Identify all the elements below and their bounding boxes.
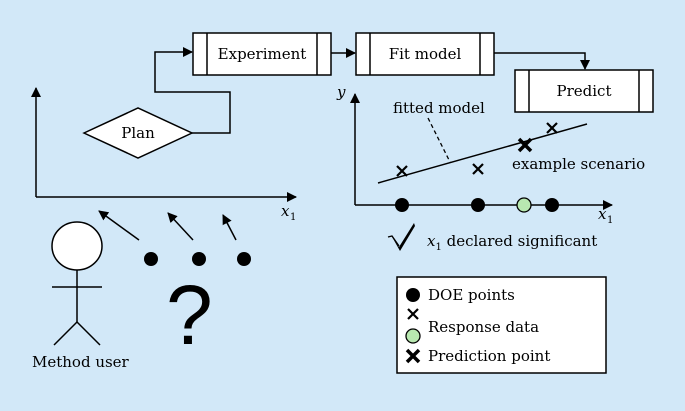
legend-doe-marker	[406, 288, 420, 302]
response-point	[396, 165, 408, 177]
legend-doe-label: DOE points	[428, 286, 515, 304]
plan-diamond: Plan	[82, 107, 194, 159]
legend-response-marker	[407, 308, 419, 320]
fit-model-box: Fit model	[355, 32, 495, 76]
fitted-model-label: fitted model	[393, 99, 485, 117]
doe-point	[545, 198, 559, 212]
prediction-location-point	[516, 197, 532, 213]
predict-box: Predict	[514, 69, 654, 113]
example-scenario-label: example scenario	[512, 155, 645, 173]
legend: DOE points Response data Prediction poin…	[396, 276, 607, 374]
fitted-model-leader	[427, 117, 451, 163]
prediction-point	[517, 137, 533, 153]
plan-label: Plan	[121, 124, 155, 142]
plan-to-experiment-arrow	[154, 47, 231, 134]
fitted-model-line	[377, 123, 588, 184]
response-point	[546, 122, 558, 134]
stick-figure-icon	[51, 221, 103, 346]
doe-point	[395, 198, 409, 212]
significance-var: x	[427, 232, 436, 250]
legend-prediction-marker	[405, 348, 421, 364]
significance-text: x1 declared significant	[427, 232, 597, 253]
candidate-arrow	[222, 214, 237, 241]
method-user-label: Method user	[32, 353, 130, 371]
left-axes: x 1	[31, 87, 297, 223]
candidate-point	[144, 252, 158, 266]
legend-response-label: Response data	[428, 318, 539, 336]
question-mark: ?	[166, 268, 213, 362]
predict-label: Predict	[557, 82, 612, 100]
left-x-axis-subscript: 1	[290, 212, 296, 223]
right-x-axis-label: x	[598, 205, 607, 223]
left-x-axis-label: x	[281, 202, 290, 220]
fit-model-label: Fit model	[389, 45, 462, 63]
candidate-point	[237, 252, 251, 266]
right-x-axis-subscript: 1	[607, 215, 613, 226]
response-point	[472, 163, 484, 175]
doe-point	[471, 198, 485, 212]
candidate-arrow	[167, 212, 194, 241]
experiment-label: Experiment	[218, 45, 307, 63]
legend-prediction-label: Prediction point	[428, 347, 550, 365]
check-icon	[387, 223, 415, 251]
experiment-box: Experiment	[192, 32, 332, 76]
candidate-arrow	[98, 210, 140, 241]
significance-suffix: declared significant	[442, 232, 597, 250]
significance-sub: 1	[435, 242, 441, 253]
legend-green-marker	[405, 328, 421, 344]
candidate-point	[192, 252, 206, 266]
right-y-axis-label: y	[336, 83, 346, 101]
fit-to-predict-arrow	[494, 52, 590, 70]
